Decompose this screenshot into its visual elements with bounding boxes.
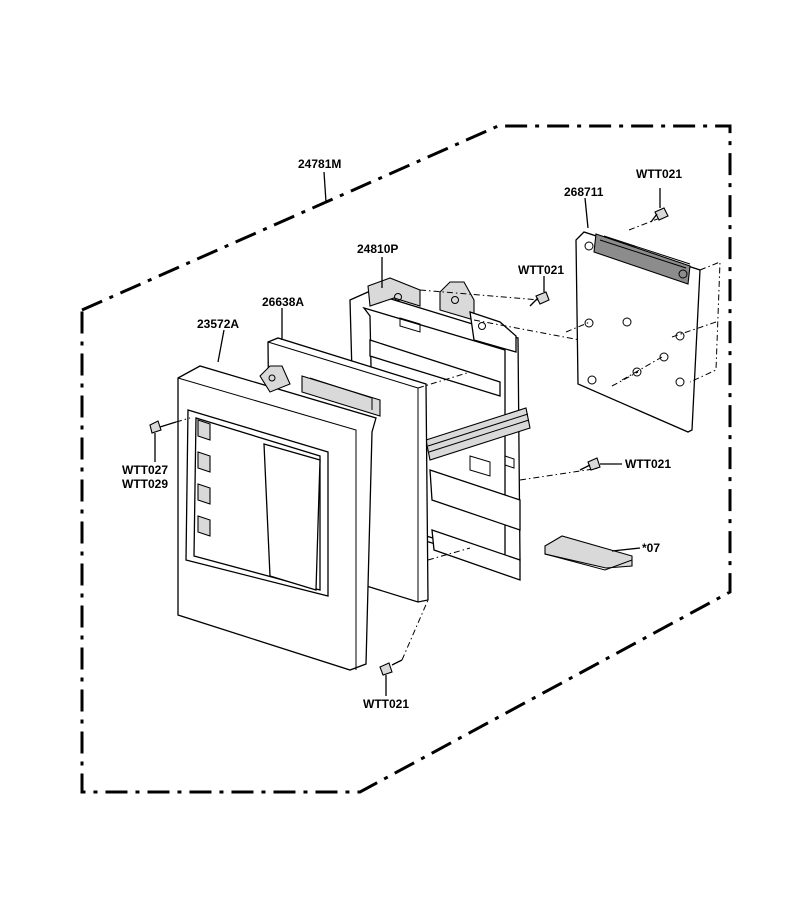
- screw-bottom: [379, 599, 429, 696]
- leader-24781M: [323, 171, 327, 203]
- label-23572A: 23572A: [197, 317, 239, 331]
- label-wtt029: WTT029: [122, 477, 168, 491]
- label-26638A: 26638A: [262, 295, 304, 309]
- assembly-boundary: [80, 124, 732, 794]
- label-07: *07: [642, 541, 660, 555]
- circuit-board-268711: [565, 217, 721, 433]
- label-wtt021-bottom: WTT021: [363, 697, 409, 711]
- leader-23572A: [217, 329, 225, 363]
- screw-right: [579, 457, 622, 471]
- label-24810P: 24810P: [357, 242, 398, 256]
- screw-middle: [529, 276, 550, 307]
- label-wtt021-top: WTT021: [636, 167, 682, 181]
- manual-card-07: [544, 535, 641, 571]
- leader-268711: [584, 197, 589, 229]
- label-268711: 268711: [564, 185, 604, 199]
- label-wtt021-right: WTT021: [625, 457, 671, 471]
- label-wtt027: WTT027: [122, 463, 168, 477]
- screw-top-right: [650, 188, 669, 223]
- frame-23572A: [177, 365, 377, 671]
- label-wtt021-middle: WTT021: [518, 263, 564, 277]
- screw-left: [149, 417, 191, 462]
- label-24781M: 24781M: [298, 157, 341, 171]
